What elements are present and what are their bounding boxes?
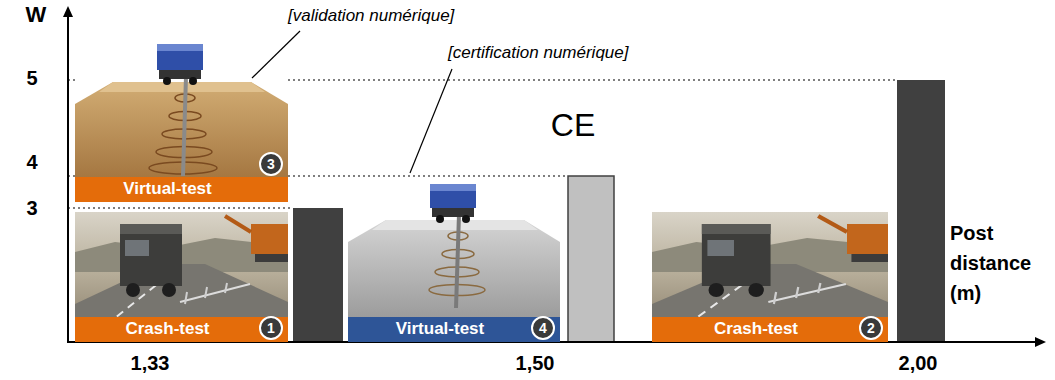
axis-arrowhead xyxy=(1035,337,1046,347)
tick-label: 4 xyxy=(16,150,48,174)
embankment-top xyxy=(99,82,265,92)
leader-line xyxy=(410,69,452,173)
truck-roof xyxy=(157,44,203,51)
test-band: Virtual-test3 xyxy=(75,177,288,202)
truck-cab xyxy=(430,184,476,208)
callout-number: 2 xyxy=(859,316,883,340)
virtual-test-image xyxy=(75,40,288,200)
node-text: 3 xyxy=(267,157,275,171)
truck-wheel xyxy=(462,215,470,223)
truck-roof xyxy=(430,184,476,191)
embankment-top xyxy=(372,220,538,230)
leader-line xyxy=(252,31,300,78)
result-bar xyxy=(897,80,945,342)
result-bar xyxy=(293,208,343,342)
tick-label: 1,50 xyxy=(500,351,570,375)
image-ground xyxy=(75,40,288,200)
axis-title: Post distance (m) xyxy=(950,218,1050,308)
test-band: Virtual-test 4 xyxy=(348,317,560,342)
annotation: [validation numérique] xyxy=(288,6,454,26)
tick-label: 3 xyxy=(16,196,48,220)
callout-number: 1 xyxy=(259,316,283,340)
barrier xyxy=(456,214,459,308)
test-band: Crash-test 1 xyxy=(75,317,288,342)
node-text: Virtual-test xyxy=(396,317,485,340)
callout-number: 3 xyxy=(259,152,283,176)
axis-title: W xyxy=(18,2,54,28)
truck-wheel xyxy=(163,77,171,85)
tick-label: 5 xyxy=(16,66,48,90)
result-bar xyxy=(568,176,614,342)
node-text: 2 xyxy=(867,321,875,335)
node-text: Crash-test xyxy=(714,317,798,340)
truck-wheel xyxy=(189,77,197,85)
node-text: Virtual-test xyxy=(123,177,212,200)
barrier xyxy=(183,76,186,176)
tick-label: 2,00 xyxy=(883,351,953,375)
node-text: 1 xyxy=(267,321,275,335)
level-line xyxy=(68,207,293,208)
node-text: 4 xyxy=(539,321,547,335)
node-text: Crash-test xyxy=(125,317,209,340)
virtual-test-image xyxy=(348,178,560,340)
y-axis xyxy=(67,14,69,342)
axis-arrowhead xyxy=(63,6,73,17)
ce-mark: CE xyxy=(542,106,604,144)
image-ground xyxy=(348,178,560,340)
tick-label: 1,33 xyxy=(115,351,185,375)
truck-cab xyxy=(157,44,203,70)
test-band: Crash-test 2 xyxy=(652,317,888,342)
truck-wheel xyxy=(436,215,444,223)
callout-number: 4 xyxy=(531,316,555,340)
annotation: [certification numérique] xyxy=(448,43,628,63)
